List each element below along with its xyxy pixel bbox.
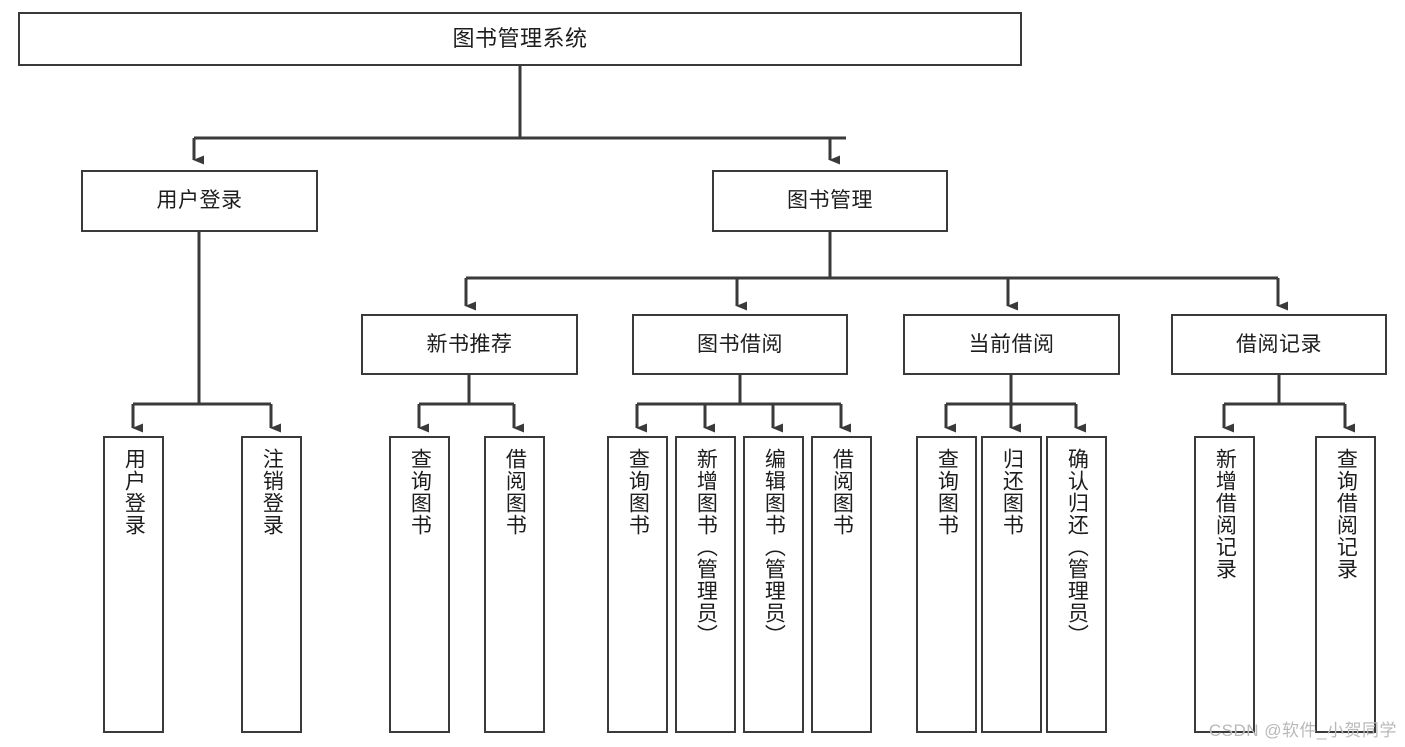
- node-label: 确认归还（管理员）: [1065, 448, 1089, 646]
- watermark-text: CSDN @软件_小贺同学: [1208, 721, 1397, 740]
- leaf-book-borrow-borrow[interactable]: 借阅图书: [811, 436, 872, 733]
- node-label: 新增图书（管理员）: [694, 448, 718, 646]
- node-label: 新书推荐: [426, 332, 513, 356]
- leaf-user-login-logout[interactable]: 注销登录: [241, 436, 302, 733]
- node-borrow-record[interactable]: 借阅记录: [1171, 314, 1387, 375]
- leaf-current-borrow-return[interactable]: 归还图书: [981, 436, 1042, 733]
- leaf-current-borrow-confirm-return[interactable]: 确认归还（管理员）: [1046, 436, 1107, 733]
- node-label: 注销登录: [260, 448, 284, 536]
- node-label: 借阅图书: [503, 448, 527, 536]
- node-label: 用户登录: [156, 189, 243, 213]
- node-label: 新增借阅记录: [1213, 448, 1237, 580]
- node-label: 图书借阅: [697, 332, 783, 356]
- node-label: 查询图书: [408, 448, 432, 536]
- node-root-book-management-system[interactable]: 图书管理系统: [18, 12, 1022, 66]
- node-label: 图书管理系统: [452, 25, 588, 51]
- leaf-current-borrow-query[interactable]: 查询图书: [916, 436, 977, 733]
- leaf-new-book-query[interactable]: 查询图书: [389, 436, 450, 733]
- node-label: 借阅记录: [1236, 332, 1322, 356]
- node-label: 编辑图书（管理员）: [762, 448, 786, 646]
- node-label: 图书管理: [787, 189, 873, 213]
- leaf-new-book-borrow[interactable]: 借阅图书: [484, 436, 545, 733]
- node-label: 归还图书: [1000, 448, 1024, 536]
- node-label: 借阅图书: [830, 448, 854, 536]
- node-label: 查询借阅记录: [1334, 448, 1358, 580]
- leaf-book-borrow-edit[interactable]: 编辑图书（管理员）: [743, 436, 804, 733]
- node-current-borrow[interactable]: 当前借阅: [903, 314, 1120, 375]
- node-user-login[interactable]: 用户登录: [81, 170, 318, 232]
- node-label: 当前借阅: [968, 332, 1055, 356]
- node-label: 用户登录: [122, 448, 146, 536]
- node-label: 查询图书: [935, 448, 959, 536]
- node-book-borrow[interactable]: 图书借阅: [632, 314, 848, 375]
- node-new-book-recommend[interactable]: 新书推荐: [361, 314, 578, 375]
- leaf-borrow-record-add[interactable]: 新增借阅记录: [1194, 436, 1255, 733]
- node-label: 查询图书: [626, 448, 650, 536]
- leaf-borrow-record-query[interactable]: 查询借阅记录: [1315, 436, 1376, 733]
- node-book-management[interactable]: 图书管理: [712, 170, 948, 232]
- leaf-user-login-login[interactable]: 用户登录: [103, 436, 164, 733]
- leaf-book-borrow-add[interactable]: 新增图书（管理员）: [675, 436, 736, 733]
- leaf-book-borrow-query[interactable]: 查询图书: [607, 436, 668, 733]
